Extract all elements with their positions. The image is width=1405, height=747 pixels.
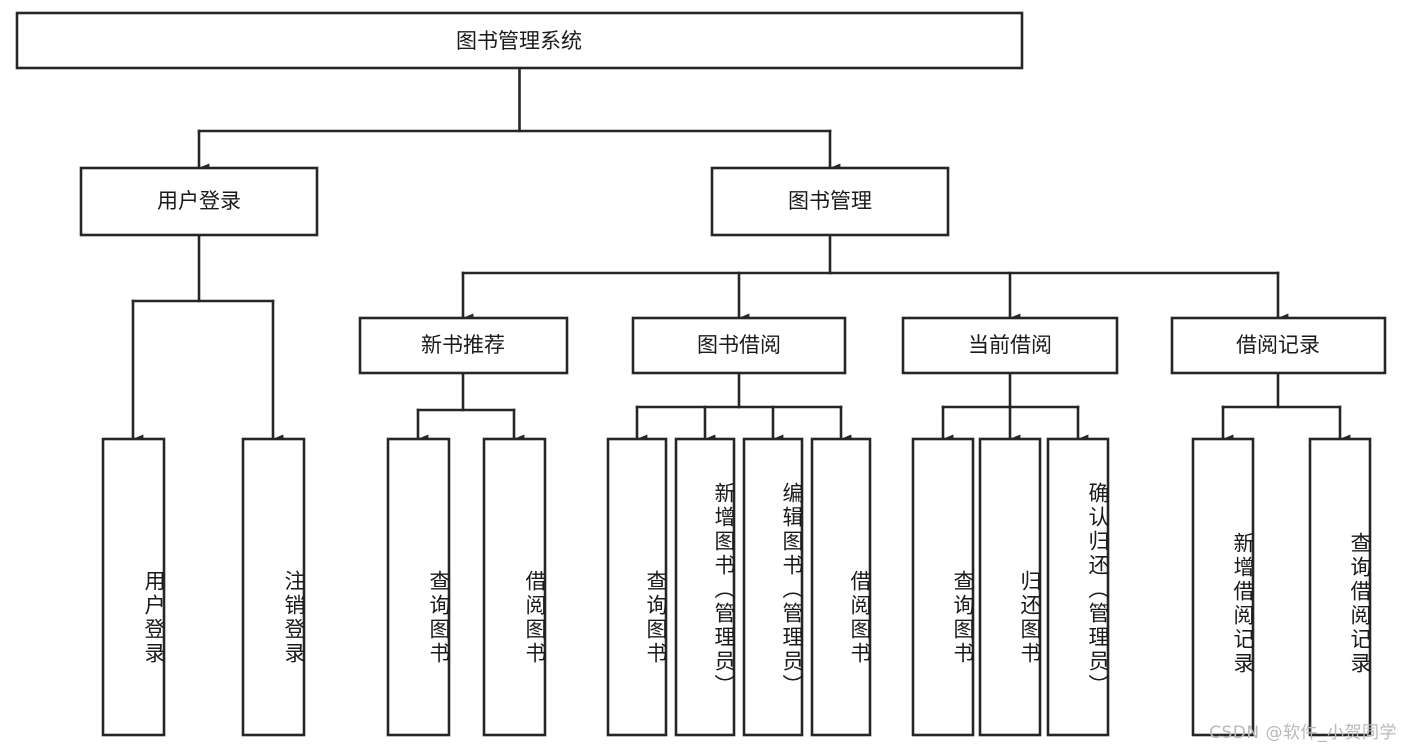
- csdn-watermark: CSDN @软件_小贺同学: [1209, 723, 1397, 743]
- leaf-rect-book-borrow-1[interactable]: [674, 437, 736, 737]
- leaf-rect-current-borrow-1[interactable]: [978, 437, 1042, 737]
- leaf-boxes-group: [101, 437, 1372, 737]
- node-user-login-rect[interactable]: [79, 166, 319, 237]
- leaf-rect-borrow-record-1[interactable]: [1308, 437, 1372, 737]
- leaf-rect-new-book-0[interactable]: [386, 437, 451, 737]
- node-root-label: 图书管理系统: [456, 29, 582, 53]
- node-current-borrow[interactable]: 当前借阅: [901, 316, 1119, 375]
- leaf-rect-user-login-1[interactable]: [241, 437, 306, 737]
- node-new-book-recommend-label: 新书推荐: [421, 333, 505, 357]
- node-root-rect[interactable]: [15, 11, 1024, 70]
- node-current-borrow-label: 当前借阅: [968, 333, 1052, 357]
- node-user-login-label: 用户登录: [157, 189, 241, 213]
- leaf-rect-new-book-1[interactable]: [482, 437, 547, 737]
- node-book-borrow-rect[interactable]: [631, 316, 847, 375]
- node-borrow-record-rect[interactable]: [1170, 316, 1387, 375]
- node-book-management[interactable]: 图书管理: [710, 166, 950, 237]
- leaf-rect-current-borrow-2[interactable]: [1046, 437, 1110, 737]
- node-book-borrow-label: 图书借阅: [697, 333, 781, 357]
- node-borrow-record[interactable]: 借阅记录: [1170, 316, 1387, 375]
- node-new-book-recommend-rect[interactable]: [358, 316, 569, 375]
- node-book-management-label: 图书管理: [788, 189, 872, 213]
- leaf-rect-book-borrow-3[interactable]: [810, 437, 872, 737]
- leaf-rect-borrow-record-0[interactable]: [1191, 437, 1255, 737]
- node-book-borrow[interactable]: 图书借阅: [631, 316, 847, 375]
- node-current-borrow-rect[interactable]: [901, 316, 1119, 375]
- node-new-book-recommend[interactable]: 新书推荐: [358, 316, 569, 375]
- edges-group: [131, 66, 1351, 444]
- leaf-rect-book-borrow-2[interactable]: [742, 437, 804, 737]
- node-user-login[interactable]: 用户登录: [79, 166, 319, 237]
- node-borrow-record-label: 借阅记录: [1236, 333, 1320, 357]
- leaf-rect-current-borrow-0[interactable]: [911, 437, 975, 737]
- leaf-rect-user-login-0[interactable]: [101, 437, 166, 737]
- node-book-management-rect[interactable]: [710, 166, 950, 237]
- node-root[interactable]: 图书管理系统: [15, 11, 1024, 70]
- leaf-rect-book-borrow-0[interactable]: [606, 437, 668, 737]
